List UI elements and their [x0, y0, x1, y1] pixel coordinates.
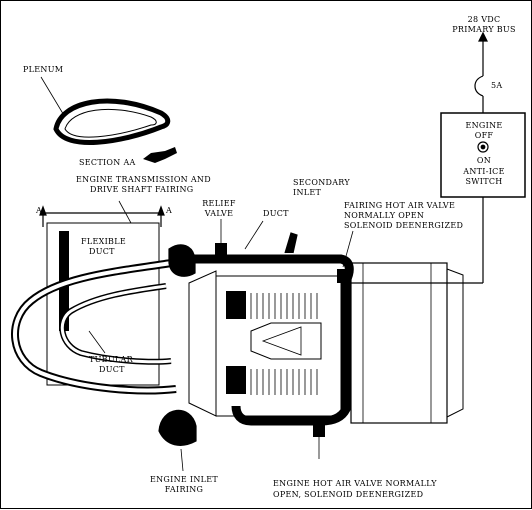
engine-compressor: [215, 275, 342, 417]
section-aa-label: SECTION AA: [79, 158, 136, 167]
tubular-duct-label-2: DUCT: [99, 365, 125, 374]
switch-anti-ice-label: ANTI-ICE: [463, 167, 505, 176]
fairing-label-1: ENGINE TRANSMISSION AND: [76, 175, 211, 184]
plenum-leader: [40, 76, 66, 118]
fairing-valve-label-2: NORMALLY OPEN: [344, 211, 425, 220]
secondary-inlet: [284, 232, 298, 254]
fairing-hot-air-valve: [337, 269, 349, 283]
relief-valve-label-1: RELIEF: [202, 199, 236, 208]
secondary-inlet-label-2: INLET: [293, 188, 322, 197]
flexible-duct-label-1: FLEXIBLE: [81, 237, 126, 246]
pointing-hand-icon: [143, 147, 177, 163]
relief-valve-label-2: VALVE: [204, 209, 234, 218]
fairing-valve-label-3: SOLENOID DEENERGIZED: [344, 221, 464, 230]
fairing-valve-label-1: FAIRING HOT AIR VALVE: [344, 201, 456, 210]
switch-off-label: OFF: [474, 131, 494, 140]
plenum-label: PLENUM: [23, 65, 64, 74]
fuse-symbol: [474, 75, 484, 97]
bus-voltage-label: 28 VDC: [467, 15, 501, 24]
secondary-inlet-label-1: SECONDARY: [293, 178, 350, 187]
engine-valve-label-2: OPEN, SOLENOID DEENERGIZED: [273, 490, 424, 499]
fuse-label: 5A: [491, 81, 503, 90]
engine-inlet-section: [188, 270, 217, 417]
duct-label: DUCT: [263, 209, 289, 218]
switch-toggle-icon[interactable]: [477, 141, 489, 153]
tubular-duct-label-1: TUBULAR: [89, 355, 133, 364]
engine-rear-section: [350, 262, 448, 424]
switch-engine-label: ENGINE: [465, 121, 503, 130]
engine-valve-label-1: ENGINE HOT AIR VALVE NORMALLY: [273, 479, 437, 488]
inlet-fairing-label-1: ENGINE INLET: [149, 475, 219, 484]
switch-on-label: ON: [476, 156, 492, 165]
engine-hot-air-valve: [313, 421, 325, 437]
bus-arrow: [478, 31, 488, 42]
engine-inlet-fairing: [158, 409, 197, 446]
relief-valve: [215, 243, 227, 255]
main-duct: [191, 254, 354, 426]
switch-label: SWITCH: [465, 177, 503, 186]
fairing-label-2: DRIVE SHAFT FAIRING: [90, 185, 194, 194]
bus-name-label: PRIMARY BUS: [452, 25, 516, 34]
plenum-section: [53, 98, 171, 145]
section-mark-right: A: [166, 206, 173, 215]
flexible-duct-label-2: DUCT: [89, 247, 115, 256]
section-mark-left: A: [36, 206, 43, 215]
inlet-fairing-label-2: FAIRING: [164, 485, 204, 494]
